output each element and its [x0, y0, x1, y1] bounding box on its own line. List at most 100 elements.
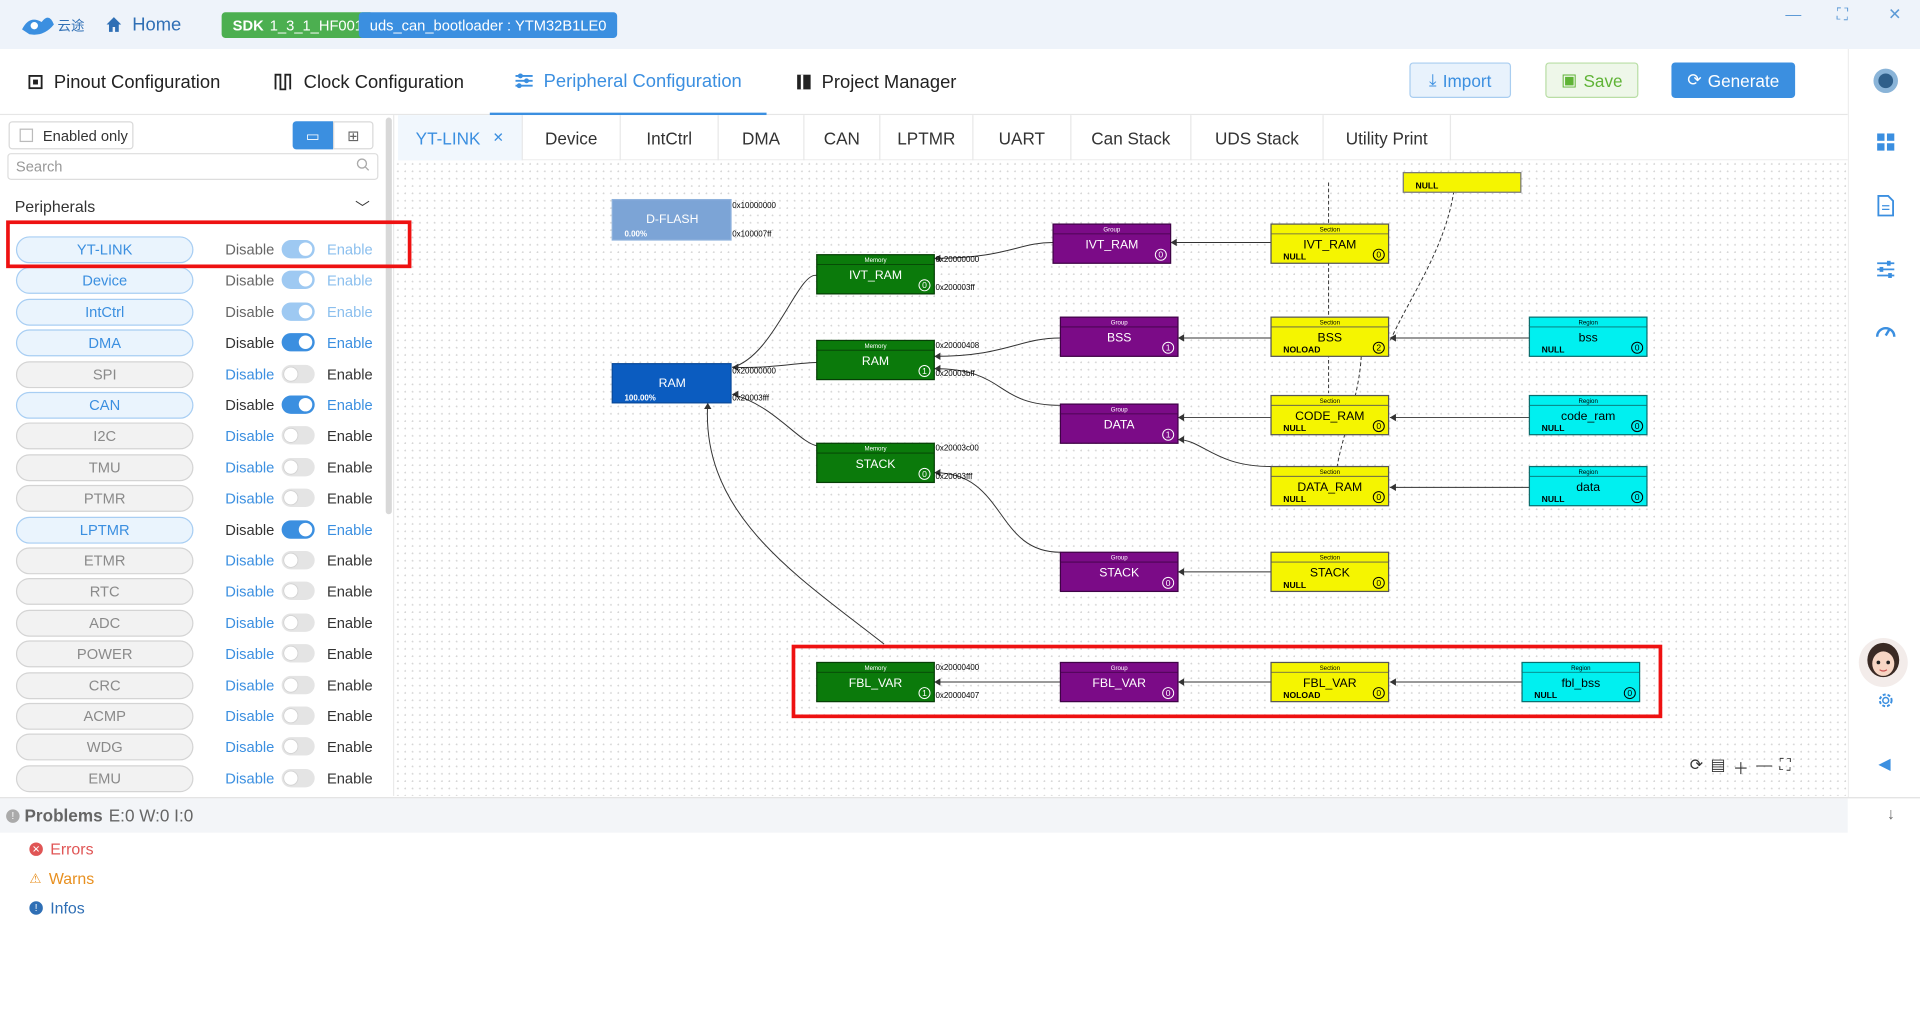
- region-node[interactable]: Regionfbl_bss0NULL: [1522, 662, 1640, 701]
- gauge-icon[interactable]: [1873, 320, 1897, 344]
- disable-label[interactable]: Disable: [225, 739, 274, 756]
- peripheral-name-button[interactable]: TMU: [16, 454, 194, 481]
- peripheral-tab[interactable]: Utility Print: [1324, 115, 1451, 160]
- section-node-partial[interactable]: NULL: [1403, 173, 1521, 193]
- region-node[interactable]: Regioncode_ram0NULL: [1529, 396, 1647, 435]
- clipboard-icon[interactable]: ▤: [1711, 756, 1726, 779]
- peripheral-name-button[interactable]: IntCtrl: [16, 299, 194, 326]
- enable-label[interactable]: Enable: [327, 583, 373, 600]
- group-node[interactable]: GroupSTACK0: [1060, 552, 1178, 591]
- peripheral-name-button[interactable]: EMU: [16, 765, 194, 792]
- section-node[interactable]: SectionSTACK0NULL: [1271, 552, 1389, 591]
- enable-toggle[interactable]: [282, 582, 315, 600]
- disable-label[interactable]: Disable: [225, 770, 274, 787]
- disable-label[interactable]: Disable: [225, 677, 274, 694]
- disable-label[interactable]: Disable: [225, 614, 274, 631]
- fullscreen-icon[interactable]: ⛶: [1779, 756, 1790, 779]
- disable-label[interactable]: Disable: [225, 428, 274, 445]
- enable-toggle[interactable]: [282, 271, 315, 289]
- close-tab-icon[interactable]: ✕: [493, 130, 504, 146]
- gear-icon[interactable]: [1876, 691, 1896, 711]
- enabled-only-checkbox[interactable]: Enabled only: [9, 121, 134, 149]
- peripheral-name-button[interactable]: ADC: [16, 610, 194, 637]
- disable-label[interactable]: Disable: [225, 552, 274, 569]
- enable-label[interactable]: Enable: [327, 428, 373, 445]
- enable-toggle[interactable]: [282, 644, 315, 662]
- peripheral-tab[interactable]: DMA: [719, 115, 805, 160]
- peripheral-name-button[interactable]: WDG: [16, 734, 194, 761]
- import-button[interactable]: ⤓Import: [1409, 62, 1511, 98]
- peripheral-name-button[interactable]: POWER: [16, 641, 194, 668]
- enable-toggle[interactable]: [282, 738, 315, 756]
- errors-item[interactable]: ✕Errors: [29, 840, 93, 858]
- peripheral-name-button[interactable]: Device: [16, 267, 194, 294]
- project-badge[interactable]: uds_can_bootloader : YTM32B1LE0: [359, 12, 618, 38]
- section-node[interactable]: SectionIVT_RAM0NULL: [1271, 224, 1389, 263]
- tab-peripheral-configuration[interactable]: Peripheral Configuration: [490, 49, 766, 115]
- collapse-left-icon[interactable]: ◀: [1878, 754, 1890, 774]
- disable-label[interactable]: Disable: [225, 583, 274, 600]
- enable-label[interactable]: Enable: [327, 770, 373, 787]
- enable-toggle[interactable]: [282, 333, 315, 351]
- group-node[interactable]: GroupFBL_VAR0: [1060, 662, 1178, 701]
- save-button[interactable]: ▣Save: [1545, 62, 1638, 98]
- enable-toggle[interactable]: [282, 613, 315, 631]
- enable-label[interactable]: Enable: [327, 614, 373, 631]
- arrow-down-icon[interactable]: ↓: [1887, 804, 1895, 822]
- enable-label[interactable]: Enable: [327, 303, 373, 320]
- group-node[interactable]: GroupBSS1: [1060, 317, 1178, 356]
- enable-label[interactable]: Enable: [327, 677, 373, 694]
- peripherals-header[interactable]: Peripherals﹀: [15, 197, 370, 215]
- enable-toggle[interactable]: [282, 707, 315, 725]
- disable-label[interactable]: Disable: [225, 459, 274, 476]
- scrollbar[interactable]: [386, 118, 392, 515]
- enable-toggle[interactable]: [282, 458, 315, 476]
- document-icon[interactable]: [1873, 193, 1897, 217]
- enable-label[interactable]: Enable: [327, 397, 373, 414]
- peripheral-name-button[interactable]: CRC: [16, 672, 194, 699]
- infos-item[interactable]: !Infos: [29, 899, 84, 917]
- disable-label[interactable]: Disable: [225, 303, 274, 320]
- search-input[interactable]: Search: [7, 153, 378, 180]
- memory-node[interactable]: MemorySTACK0: [817, 443, 935, 482]
- section-node[interactable]: SectionFBL_VAR0NOLOAD: [1271, 662, 1389, 701]
- enable-toggle[interactable]: [282, 396, 315, 414]
- disable-label[interactable]: Disable: [225, 366, 274, 383]
- peripheral-name-button[interactable]: DMA: [16, 330, 194, 357]
- peripheral-name-button[interactable]: SPI: [16, 361, 194, 388]
- peripheral-name-button[interactable]: PTMR: [16, 485, 194, 512]
- enable-label[interactable]: Enable: [327, 739, 373, 756]
- warns-item[interactable]: ⚠Warns: [29, 869, 94, 887]
- settings-sliders-icon[interactable]: [1873, 257, 1897, 281]
- memory-node[interactable]: MemoryFBL_VAR1: [817, 662, 935, 701]
- minimize-icon[interactable]: —: [1785, 5, 1801, 23]
- globe-avatar-icon[interactable]: [1871, 66, 1900, 95]
- section-node[interactable]: SectionBSS2NOLOAD: [1271, 317, 1389, 356]
- enable-label[interactable]: Enable: [327, 646, 373, 663]
- enable-label[interactable]: Enable: [327, 335, 373, 352]
- enable-label[interactable]: Enable: [327, 459, 373, 476]
- peripheral-tab[interactable]: LPTMR: [880, 115, 973, 160]
- sdk-badge[interactable]: SDK1_3_1_HF001: [222, 12, 374, 38]
- enable-label[interactable]: Enable: [327, 708, 373, 725]
- peripheral-tab[interactable]: YT-LINK✕: [398, 115, 523, 160]
- group-node[interactable]: GroupDATA1: [1060, 404, 1178, 443]
- disable-label[interactable]: Disable: [225, 335, 274, 352]
- disable-label[interactable]: Disable: [225, 708, 274, 725]
- peripheral-tab[interactable]: CAN: [804, 115, 880, 160]
- enable-label[interactable]: Enable: [327, 552, 373, 569]
- section-node[interactable]: SectionDATA_RAM0NULL: [1271, 467, 1389, 506]
- disable-label[interactable]: Disable: [225, 490, 274, 507]
- peripheral-name-button[interactable]: I2C: [16, 423, 194, 450]
- assistant-avatar[interactable]: [1856, 636, 1910, 690]
- linker-diagram-canvas[interactable]: NULLD-FLASH0.00%0x100000000x100007ffRAM1…: [394, 160, 1847, 796]
- enable-toggle[interactable]: [282, 769, 315, 787]
- tab-clock-configuration[interactable]: Clock Configuration: [274, 49, 464, 115]
- enable-label[interactable]: Enable: [327, 366, 373, 383]
- checkbox-box[interactable]: [20, 129, 33, 142]
- peripheral-tab[interactable]: IntCtrl: [621, 115, 719, 160]
- disable-label[interactable]: Disable: [225, 272, 274, 289]
- enable-toggle[interactable]: [282, 489, 315, 507]
- grid-icon[interactable]: [1873, 130, 1897, 154]
- peripheral-name-button[interactable]: LPTMR: [16, 516, 194, 543]
